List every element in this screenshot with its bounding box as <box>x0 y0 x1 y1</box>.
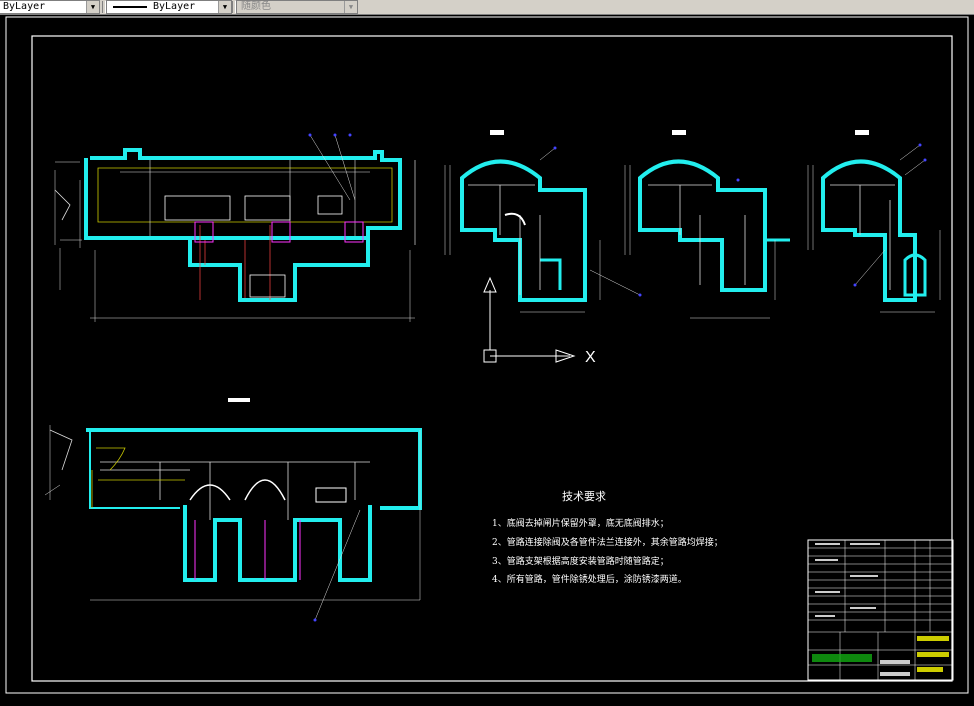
title-block <box>807 539 954 681</box>
lineweight-combo[interactable]: ByLayer ▼ <box>106 0 232 14</box>
lineweight-value: ByLayer <box>153 1 196 12</box>
linetype-value: ByLayer <box>3 1 46 12</box>
chevron-down-icon[interactable]: ▼ <box>86 1 99 13</box>
toolbar-separator <box>102 1 106 13</box>
chevron-down-icon[interactable]: ▼ <box>218 1 231 13</box>
note-4: 4、所有管路，管件除锈处理后，涂防锈漆两道。 <box>492 573 687 585</box>
lineweight-swatch <box>113 6 147 8</box>
elevation-view <box>44 398 422 622</box>
note-1: 1、底阀去掉闸片保留外罩，底无底阀排水； <box>492 517 669 529</box>
plan-view <box>54 133 416 322</box>
ucs-icon: X <box>483 276 596 366</box>
chevron-down-icon: ▼ <box>344 1 357 13</box>
cad-drawing-canvas[interactable]: X 技术要求 1、底阀去掉闸片保留外罩，底无底阀排水； 2、管路连接除阀及各管件… <box>0 15 974 706</box>
section-views <box>444 130 941 319</box>
tech-title: 技术要求 <box>562 490 606 503</box>
properties-toolbar: ByLayer ▼ ByLayer ▼ 随颜色 ▼ <box>0 0 974 15</box>
drawing-frame <box>31 35 953 682</box>
tech-requirements: 技术要求 1、底阀去掉闸片保留外罩，底无底阀排水； 2、管路连接除阀及各管件法兰… <box>492 490 723 585</box>
note-2: 2、管路连接除阀及各管件法兰连接外，其余管路均焊接； <box>492 536 723 548</box>
linetype-combo[interactable]: ByLayer ▼ <box>0 0 100 14</box>
outer-frame <box>5 16 969 694</box>
note-3: 3、管路支架根据高度安装管路时随管路定； <box>492 555 669 567</box>
plotstyle-combo: 随颜色 ▼ <box>236 0 358 14</box>
axis-x-label: X <box>585 349 596 366</box>
plotstyle-value: 随颜色 <box>241 1 271 12</box>
toolbar-separator <box>232 1 236 13</box>
